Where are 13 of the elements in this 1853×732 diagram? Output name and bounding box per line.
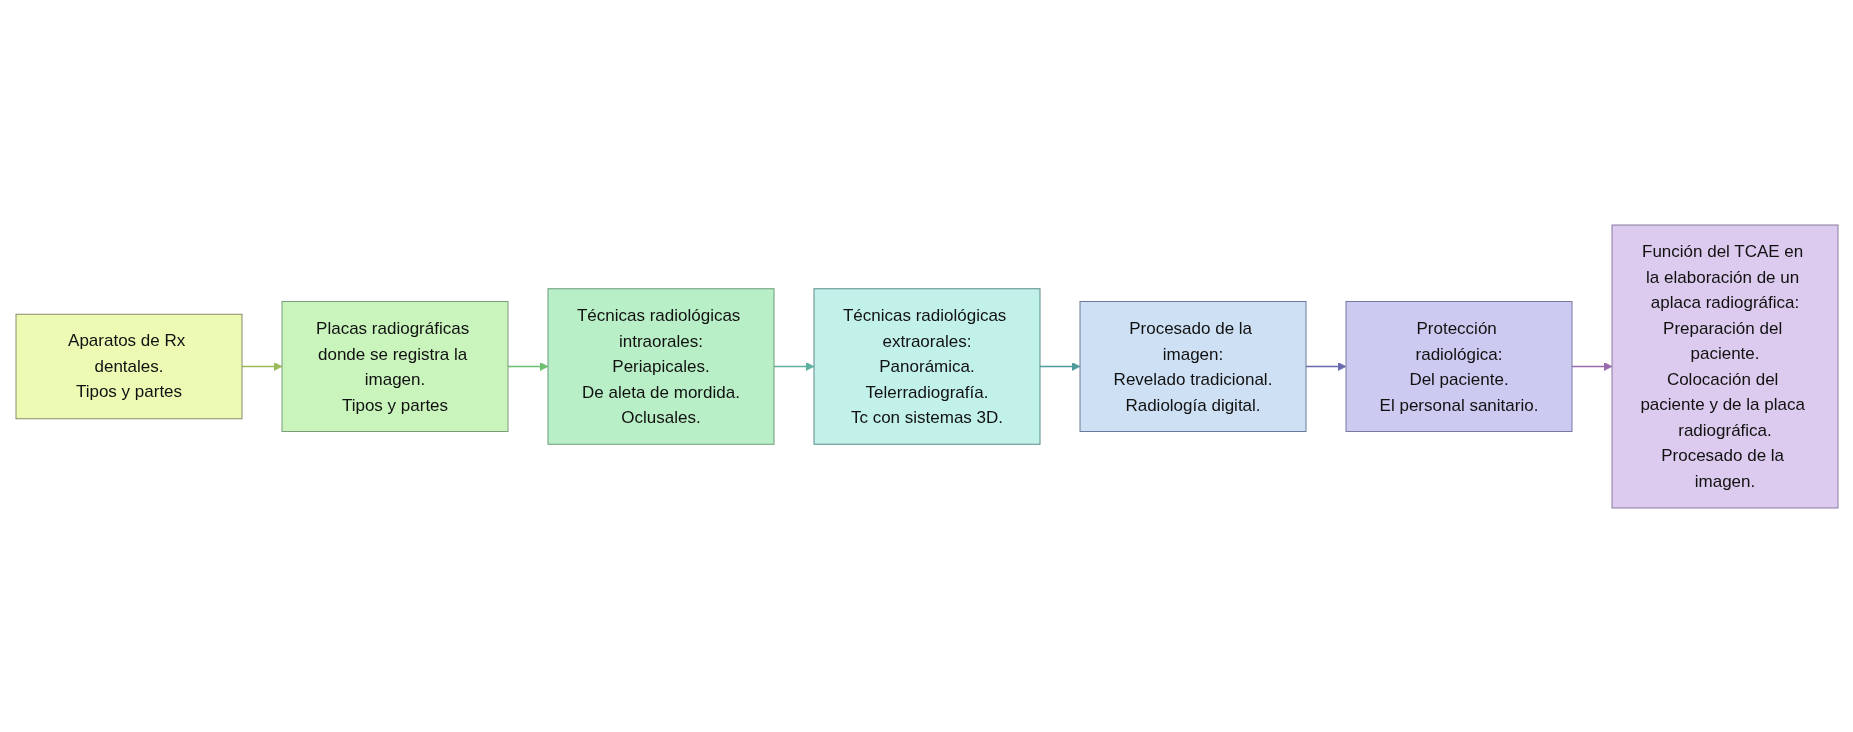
node-box: Placas radiográficas donde se registra la imagen. Tipos y partes — [281, 300, 508, 432]
arrow — [772, 361, 814, 371]
node-box: Protección radiológica: Del paciente. El personal sanitario. — [1345, 300, 1572, 432]
node-box: Procesado de la imagen: Revelado tradicional. Radiología digital. — [1079, 300, 1306, 432]
arrow — [1570, 361, 1612, 371]
node-box: Aparatos de Rx dentales. Tipos y partes — [15, 313, 242, 419]
arrow — [1038, 361, 1080, 371]
node-box: Función del TCAE en la elaboración de un aplaca radiográfica: Preparación del paciente. Colocación del paciente y de la placa radiográfica. Procesado de la imagen. — [1611, 224, 1838, 508]
node-box: Técnicas radiológicas extraorales: Panorámica. Telerradiografía. Tc con sistemas 3D. — [813, 287, 1040, 445]
node-box: Técnicas radiológicas intraorales: Periapicales. De aleta de mordida. Oclusales. — [547, 287, 774, 445]
arrow — [1304, 361, 1346, 371]
arrow — [240, 361, 282, 371]
arrow — [506, 361, 548, 371]
